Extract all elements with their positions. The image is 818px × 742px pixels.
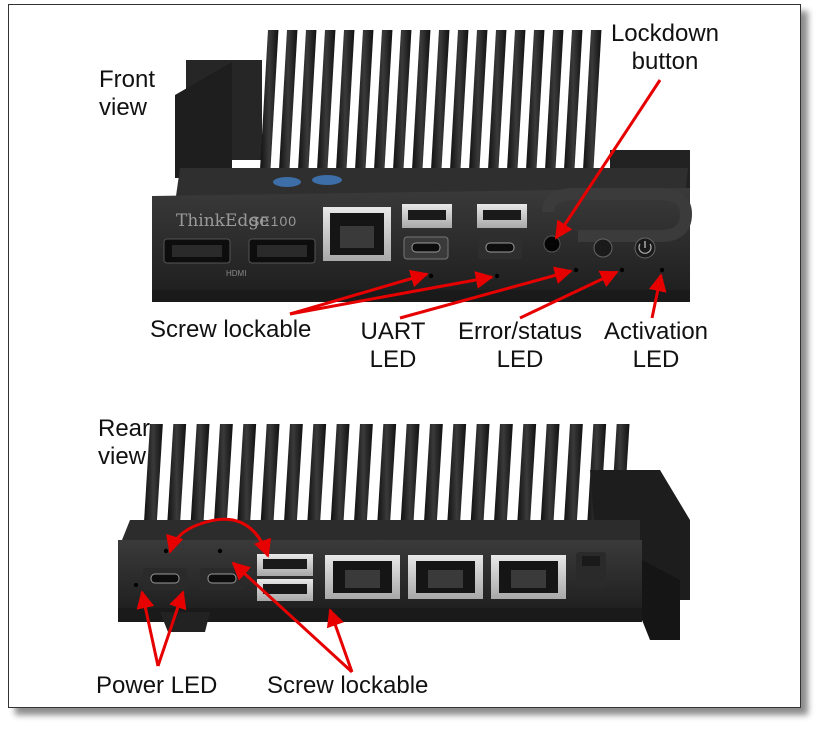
model-label: SE100 (250, 213, 297, 229)
blue-screw-icon (273, 177, 301, 187)
heatsink-fin (507, 30, 526, 170)
rear-screw-lockable-arrow (326, 608, 354, 673)
heatsink-fin (336, 30, 355, 170)
rear-usb-c-port (200, 568, 244, 590)
id-button-icon (593, 238, 613, 258)
heatsink-fin (431, 30, 450, 170)
rear-view-title: Rear view (98, 415, 151, 470)
heatsink-fin (330, 424, 350, 522)
heatsink-fin (279, 30, 298, 170)
activation-led-label: Activation LED (603, 318, 709, 373)
screw-lockable-front-label: Screw lockable (150, 316, 312, 343)
hdmi-port (163, 238, 231, 264)
power-led-arrow (136, 590, 160, 667)
uart-arrow (399, 266, 573, 320)
screw-hole-icon (428, 273, 434, 279)
heatsink-fin (494, 424, 513, 522)
hdmi-port (248, 238, 316, 264)
heatsink-fin (377, 424, 397, 522)
heatsink-fin (450, 30, 469, 170)
heatsink-fin (447, 424, 467, 522)
screw-lockable-arrow (289, 271, 494, 316)
uart-led-label: UART LED (360, 318, 426, 373)
heatsink-fin (144, 424, 163, 522)
callout-arrows (136, 79, 667, 674)
activation-led-icon (659, 267, 665, 273)
rear-screw-lockable-arrow (231, 561, 354, 674)
rear-ethernet-port (325, 555, 400, 599)
heatsink-fin (424, 424, 443, 522)
front-view-title: Front view (99, 66, 156, 121)
front-heatsink-fins (260, 30, 602, 170)
heatsink-fin (355, 30, 374, 170)
screw-hole-icon (494, 273, 500, 279)
heatsink-fin (564, 30, 583, 170)
heatsink-fin (167, 424, 187, 522)
heatsink-fin (526, 30, 545, 170)
usb-c-port (403, 236, 449, 260)
error-arrow (519, 270, 619, 320)
rear-screw-hole-icon (163, 548, 169, 554)
usb-a-port (477, 204, 527, 228)
heatsink-fin (488, 30, 507, 170)
heatsink-fin (260, 30, 279, 170)
blue-screw-icon (312, 175, 342, 185)
brand-logo: ThinkEdge (176, 211, 269, 231)
heatsink-fin (190, 424, 210, 522)
heatsink-fin (354, 424, 373, 522)
heatsink-fin (583, 30, 602, 170)
lockdown-label: Lockdown button (610, 20, 720, 75)
heatsink-fin (307, 424, 327, 522)
heatsink-fin (564, 424, 583, 522)
heatsink-fin (470, 424, 490, 522)
power-led-arrow (156, 590, 187, 667)
rear-device (118, 424, 690, 640)
usb-a-port (402, 204, 452, 228)
hdmi-caption: HDMI (226, 269, 246, 278)
rear-curved-arrow (166, 522, 201, 554)
uart-led-icon (573, 267, 579, 273)
heatsink-fin (298, 30, 317, 170)
power-led-label: Power LED (96, 672, 218, 699)
rear-usb-a-port (257, 554, 313, 601)
heatsink-fin (317, 30, 336, 170)
lockdown-arrow (554, 79, 662, 240)
heatsink-fin (214, 424, 233, 522)
heatsink-fin (412, 30, 431, 170)
rear-screw-hole-icon (217, 548, 223, 554)
ethernet-port (323, 207, 391, 261)
lockdown-button-icon (543, 235, 561, 253)
heatsink-fin (393, 30, 412, 170)
heatsink-fin (400, 424, 420, 522)
heatsink-fin (545, 30, 564, 170)
heatsink-fin (540, 424, 560, 522)
screw-lockable-arrow (289, 269, 429, 316)
rear-ethernet-port (491, 555, 566, 599)
error-status-led-label: Error/status LED (457, 318, 583, 373)
error-led-icon (619, 267, 625, 273)
heatsink-fin (469, 30, 488, 170)
heatsink-fin (260, 424, 280, 522)
rear-ethernet-port (408, 555, 483, 599)
heatsink-fin (374, 30, 393, 170)
power-led-icon (134, 583, 138, 587)
rear-heatsink-fins (144, 424, 630, 522)
front-handle (542, 188, 693, 242)
activation-arrow (648, 273, 667, 319)
heatsink-fin (284, 424, 303, 522)
rear-usb-c-port (143, 568, 187, 590)
heatsink-fin (517, 424, 537, 522)
usb-c-port (478, 237, 522, 259)
screw-lockable-rear-label: Screw lockable (267, 672, 429, 699)
heatsink-fin (237, 424, 257, 522)
